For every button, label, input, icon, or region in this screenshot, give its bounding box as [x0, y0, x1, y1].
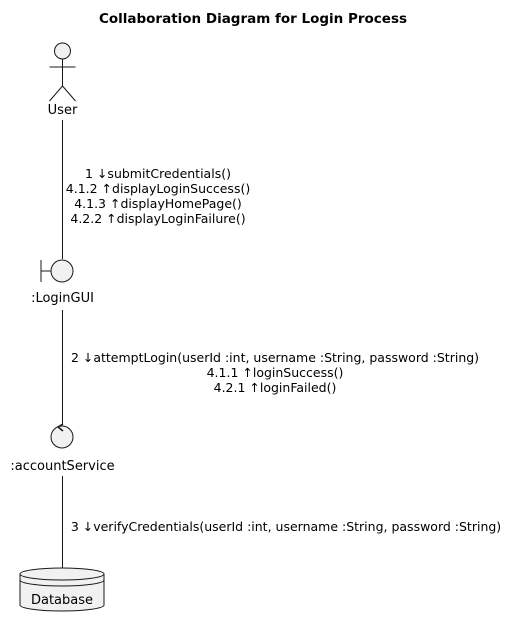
message-label: 1 ↓submitCredentials()	[85, 166, 231, 181]
messages-service-to-db: 3 ↓verifyCredentials(userId :int, userna…	[71, 519, 501, 534]
control-icon	[50, 423, 74, 449]
control-account-service-label: :accountService	[10, 459, 114, 474]
message-label: 3 ↓verifyCredentials(userId :int, userna…	[71, 519, 501, 534]
messages-user-to-gui: 1 ↓submitCredentials() 4.1.2 ↑displayLog…	[66, 166, 250, 226]
actor-user-label: User	[48, 103, 78, 118]
diagram-title: Collaboration Diagram for Login Process	[99, 11, 407, 27]
message-label: 4.2.1 ↑loginFailed()	[214, 380, 337, 395]
database-label: Database	[31, 593, 93, 608]
database-node[interactable]: Database	[19, 567, 105, 612]
control-account-service[interactable]: :accountService	[10, 423, 115, 474]
actor-user-icon	[49, 42, 76, 102]
database-icon	[19, 567, 105, 612]
boundary-icon	[40, 259, 74, 283]
message-label: 2 ↓attemptLogin(userId :int, username :S…	[71, 350, 479, 365]
message-label: 4.2.2 ↑displayLoginFailure()	[70, 211, 245, 226]
message-label: 4.1.2 ↑displayLoginSuccess()	[66, 181, 250, 196]
message-label: 4.1.1 ↑loginSuccess()	[207, 365, 344, 380]
boundary-login-gui[interactable]: :LoginGUI	[31, 259, 94, 306]
message-label: 4.1.3 ↑displayHomePage()	[74, 196, 242, 211]
boundary-login-gui-label: :LoginGUI	[31, 291, 94, 306]
actor-user[interactable]: User	[48, 42, 78, 118]
messages-gui-to-service: 2 ↓attemptLogin(userId :int, username :S…	[71, 350, 479, 395]
